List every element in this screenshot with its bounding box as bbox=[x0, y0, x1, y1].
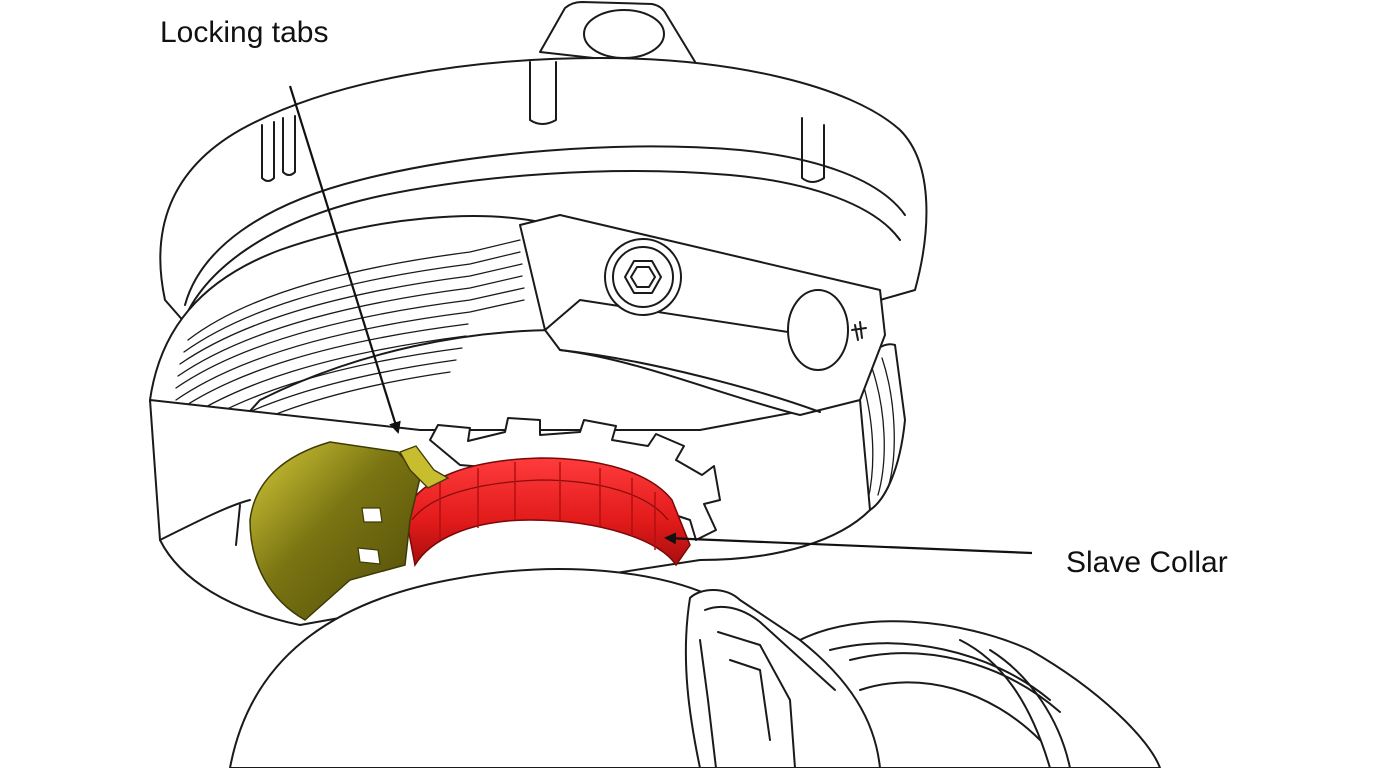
locking-tabs-label: Locking tabs bbox=[160, 16, 329, 49]
hose-coupling bbox=[229, 568, 1161, 768]
locking-tab-clip bbox=[399, 445, 450, 489]
yoke-bracket bbox=[519, 214, 886, 416]
locking-tab-body bbox=[249, 441, 421, 621]
callout-arrows bbox=[288, 85, 1033, 555]
slave-collar-arrow bbox=[664, 532, 1033, 555]
locking-tabs bbox=[249, 441, 450, 621]
locking-tabs-arrow bbox=[288, 85, 401, 434]
port-hole bbox=[787, 289, 849, 371]
slave-collar-ring bbox=[404, 457, 691, 568]
slave-collar-label: Slave Collar bbox=[1066, 546, 1228, 579]
slave-collar bbox=[404, 457, 691, 568]
hex-bolt bbox=[604, 238, 682, 316]
